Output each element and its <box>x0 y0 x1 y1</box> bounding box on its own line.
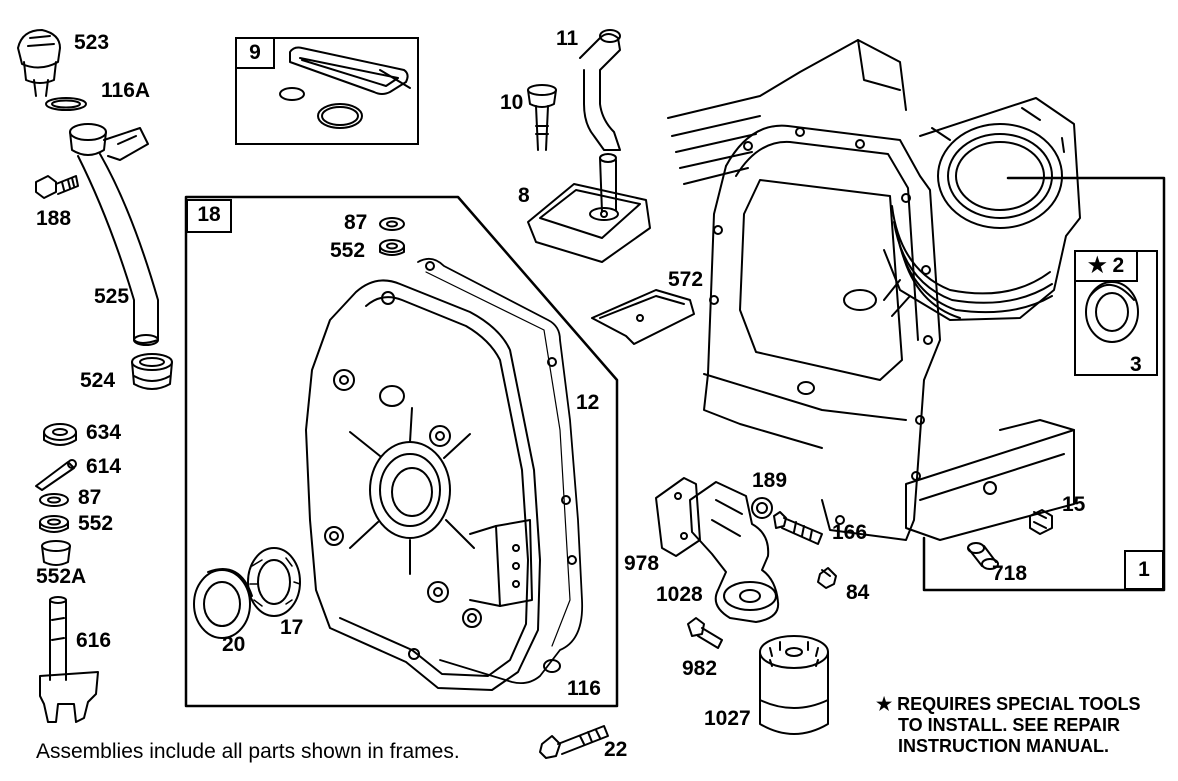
oil-seal-3 <box>1085 281 1139 343</box>
frame-9-number: 9 <box>235 37 275 69</box>
label-616: 616 <box>76 629 112 652</box>
gasket-set-9 <box>279 46 411 129</box>
label-1028: 1028 <box>656 583 703 606</box>
washer-189 <box>751 497 773 519</box>
breather-clip-572 <box>591 289 695 345</box>
label-552b: 552 <box>330 239 366 262</box>
label-17: 17 <box>280 616 304 639</box>
washer-552b <box>379 239 405 256</box>
label-116: 116 <box>567 677 601 700</box>
plug-84 <box>817 567 837 589</box>
crankcase-cover <box>305 279 541 691</box>
frame-1-outline <box>922 176 1166 592</box>
oil-cap-523 <box>17 29 61 97</box>
note-line-1: ★ REQUIRES SPECIAL TOOLS <box>876 694 1141 714</box>
washer-552a <box>39 515 69 529</box>
oring-116 <box>543 659 561 673</box>
filter-adapter-1028 <box>689 481 780 623</box>
label-10: 10 <box>500 91 524 114</box>
label-87a: 87 <box>78 486 102 509</box>
label-116A: 116A <box>101 79 151 102</box>
washer-87a <box>39 493 69 507</box>
breather-tube-11 <box>579 29 621 151</box>
frame-1-number: 1 <box>1124 550 1164 590</box>
breather-cover-8 <box>527 153 651 263</box>
bolt-22 <box>539 725 609 759</box>
washer-87b <box>379 217 405 231</box>
oil-filter-1027 <box>759 635 829 735</box>
stud-166 <box>773 511 823 545</box>
dowel-718 <box>967 542 999 570</box>
frame-2-number: ★ 2 <box>1074 250 1138 282</box>
label-552a: 552 <box>78 512 114 535</box>
gasket-978 <box>655 477 701 557</box>
note-line-3: INSTRUCTION MANUAL. <box>898 736 1109 756</box>
label-614: 614 <box>86 455 122 478</box>
pin-614 <box>35 459 77 491</box>
label-15: 15 <box>1062 493 1086 516</box>
gasket-12 <box>417 257 583 685</box>
plug-15 <box>1029 509 1053 535</box>
label-8: 8 <box>518 184 530 207</box>
label-525: 525 <box>94 285 130 308</box>
cylinder-barrel <box>883 97 1081 321</box>
label-22: 22 <box>604 738 628 761</box>
label-718: 718 <box>992 562 1028 585</box>
frames-footnote: Assemblies include all parts shown in fr… <box>36 740 460 763</box>
label-3: 3 <box>1130 353 1142 376</box>
label-978: 978 <box>624 552 660 575</box>
frame-18-number: 18 <box>186 199 232 233</box>
label-166: 166 <box>832 521 868 544</box>
label-84: 84 <box>846 581 870 604</box>
label-20: 20 <box>222 633 246 656</box>
label-552A: 552A <box>36 565 87 588</box>
cylinder-block <box>667 39 1075 541</box>
label-12: 12 <box>576 391 600 414</box>
label-523: 523 <box>74 31 110 54</box>
breather-valve-10 <box>527 84 557 151</box>
bolt-982 <box>687 617 723 649</box>
dipstick-tube-525 <box>69 123 159 346</box>
label-982: 982 <box>682 657 718 680</box>
special-tools-note: ★ REQUIRES SPECIAL TOOLS TO INSTALL. SEE… <box>876 694 1141 757</box>
oil-seal-20 <box>193 568 253 639</box>
frame-18-outline <box>184 195 619 708</box>
label-87b: 87 <box>344 211 368 234</box>
screw-188 <box>35 175 79 199</box>
frame-9 <box>235 37 419 145</box>
o-ring-116A <box>45 97 87 111</box>
label-634: 634 <box>86 421 122 444</box>
grommet-524 <box>131 353 173 390</box>
bearing-17 <box>247 547 301 617</box>
governor-shaft-616 <box>39 596 99 723</box>
note-line-2: TO INSTALL. SEE REPAIR <box>898 715 1121 735</box>
washer-634 <box>43 423 77 446</box>
label-524: 524 <box>80 369 116 392</box>
label-188: 188 <box>36 207 72 230</box>
label-189: 189 <box>752 469 788 492</box>
label-1027: 1027 <box>704 707 751 730</box>
bushing-552A <box>41 540 71 566</box>
label-11: 11 <box>556 27 579 50</box>
label-572: 572 <box>668 268 704 291</box>
